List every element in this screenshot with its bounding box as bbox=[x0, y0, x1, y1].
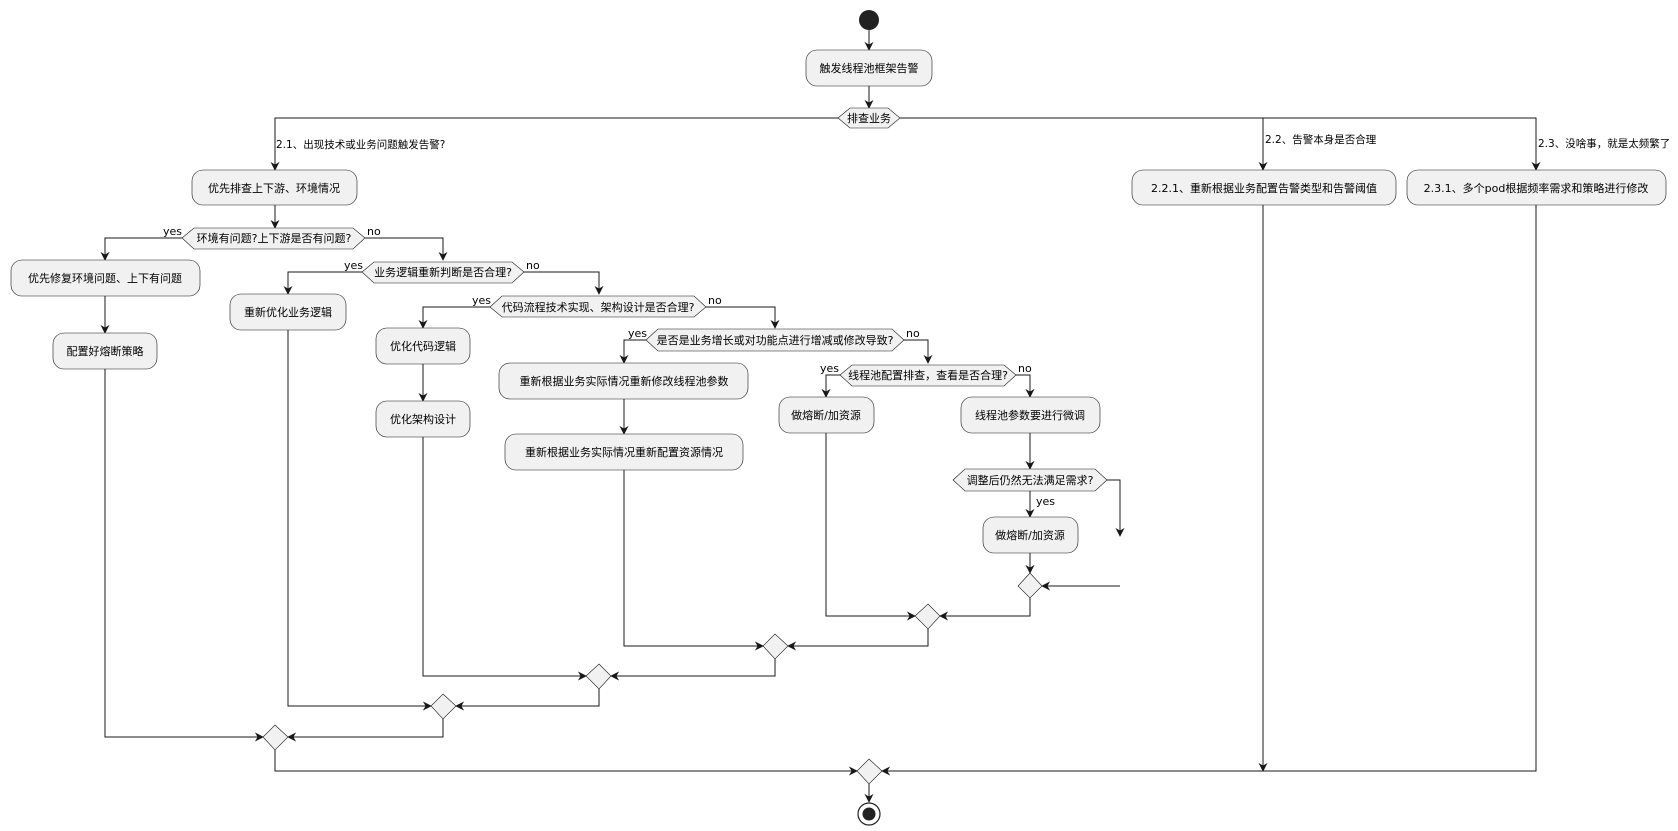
no-label: no bbox=[526, 259, 540, 272]
svg-text:是否是业务增长或对功能点进行增减或修改导致?: 是否是业务增长或对功能点进行增减或修改导致? bbox=[657, 333, 894, 347]
yes-label: yes bbox=[1036, 495, 1055, 508]
no-label: no bbox=[906, 327, 920, 340]
activity-reconfigure-resources: 重新根据业务实际情况重新配置资源情况 bbox=[504, 433, 744, 471]
svg-text:优先排查上下游、环境情况: 优先排查上下游、环境情况 bbox=[208, 181, 340, 195]
svg-text:业务逻辑重新判断是否合理?: 业务逻辑重新判断是否合理? bbox=[374, 265, 512, 279]
decision-environment: 环境有问题?上下游是否有问题? bbox=[181, 227, 366, 250]
decision-code-architecture: 代码流程技术实现、架构设计是否合理? bbox=[489, 295, 707, 318]
svg-text:代码流程技术实现、架构设计是否合理?: 代码流程技术实现、架构设计是否合理? bbox=[502, 300, 695, 314]
activity-retune-pool: 重新根据业务实际情况重新修改线程池参数 bbox=[498, 362, 749, 400]
decision-check-business: 排查业务 bbox=[837, 107, 901, 129]
merge-node bbox=[1017, 572, 1043, 599]
svg-text:排查业务: 排查业务 bbox=[847, 111, 891, 125]
merge-node bbox=[430, 693, 457, 720]
svg-text:优化代码逻辑: 优化代码逻辑 bbox=[390, 339, 456, 353]
activity-breaker-config: 配置好熔断策略 bbox=[52, 332, 158, 370]
svg-text:重新优化业务逻辑: 重新优化业务逻辑 bbox=[244, 305, 332, 319]
edges bbox=[100, 30, 1541, 803]
yes-label: yes bbox=[628, 327, 647, 340]
activity-optimize-business: 重新优化业务逻辑 bbox=[229, 293, 347, 331]
svg-text:优化架构设计: 优化架构设计 bbox=[390, 412, 456, 426]
merge-node bbox=[914, 603, 941, 630]
activity-finetune-pool: 线程池参数要进行微调 bbox=[960, 396, 1101, 434]
branch-label-2-2: 2.2、告警本身是否合理 bbox=[1265, 133, 1377, 146]
svg-text:做熔断/加资源: 做熔断/加资源 bbox=[995, 528, 1065, 542]
svg-text:触发线程池框架告警: 触发线程池框架告警 bbox=[820, 61, 919, 75]
svg-text:环境有问题?上下游是否有问题?: 环境有问题?上下游是否有问题? bbox=[197, 231, 352, 245]
merge-node bbox=[262, 724, 289, 751]
activity-2-2-1: 2.2.1、重新根据业务配置告警类型和告警阈值 bbox=[1131, 169, 1397, 206]
decision-pool-config: 线程池配置排查，查看是否合理? bbox=[839, 364, 1017, 387]
activity-trigger: 触发线程池框架告警 bbox=[805, 49, 933, 87]
decision-business-logic: 业务逻辑重新判断是否合理? bbox=[361, 261, 525, 284]
branch-label-2-1: 2.1、出现技术或业务问题触发告警? bbox=[276, 138, 445, 151]
activity-breaker-resources-2: 做熔断/加资源 bbox=[982, 516, 1079, 554]
decision-business-growth: 是否是业务增长或对功能点进行增减或修改导致? bbox=[645, 328, 905, 352]
svg-text:优先修复环境问题、上下有问题: 优先修复环境问题、上下有问题 bbox=[28, 271, 182, 285]
no-label: no bbox=[708, 294, 722, 307]
svg-text:线程池参数要进行微调: 线程池参数要进行微调 bbox=[975, 408, 1085, 422]
activity-2-3-1: 2.3.1、多个pod根据频率需求和策略进行修改 bbox=[1406, 169, 1667, 206]
svg-text:重新根据业务实际情况重新修改线程池参数: 重新根据业务实际情况重新修改线程池参数 bbox=[520, 374, 729, 388]
start-node bbox=[859, 10, 879, 30]
merge-diamonds bbox=[262, 572, 1043, 785]
svg-text:配置好熔断策略: 配置好熔断策略 bbox=[67, 344, 144, 358]
svg-text:做熔断/加资源: 做熔断/加资源 bbox=[791, 408, 861, 422]
no-label: no bbox=[367, 225, 381, 238]
svg-text:重新根据业务实际情况重新配置资源情况: 重新根据业务实际情况重新配置资源情况 bbox=[525, 445, 723, 459]
yes-label: yes bbox=[344, 259, 363, 272]
branch-label-2-3: 2.3、没啥事，就是太频繁了 bbox=[1538, 137, 1670, 150]
merge-node bbox=[856, 758, 883, 785]
edge-labels: 2.1、出现技术或业务问题触发告警? 2.2、告警本身是否合理 2.3、没啥事，… bbox=[163, 133, 1670, 508]
svg-text:线程池配置排查，查看是否合理?: 线程池配置排查，查看是否合理? bbox=[848, 368, 1008, 382]
decision-still-insufficient: 调整后仍然无法满足需求? bbox=[952, 468, 1108, 492]
activity-optimize-code: 优化代码逻辑 bbox=[375, 327, 471, 365]
svg-text:调整后仍然无法满足需求?: 调整后仍然无法满足需求? bbox=[967, 473, 1094, 487]
yes-label: yes bbox=[820, 362, 839, 375]
svg-text:2.2.1、重新根据业务配置告警类型和告警阈值: 2.2.1、重新根据业务配置告警类型和告警阈值 bbox=[1151, 181, 1377, 195]
no-label: no bbox=[1018, 362, 1032, 375]
yes-label: yes bbox=[163, 225, 182, 238]
end-node bbox=[857, 802, 881, 826]
svg-text:2.3.1、多个pod根据频率需求和策略进行修改: 2.3.1、多个pod根据频率需求和策略进行修改 bbox=[1424, 181, 1649, 195]
merge-node bbox=[585, 663, 612, 690]
merge-node bbox=[762, 633, 789, 660]
activity-upstream-check: 优先排查上下游、环境情况 bbox=[191, 169, 358, 206]
activity-optimize-architecture: 优化架构设计 bbox=[375, 400, 471, 438]
activity-fix-env: 优先修复环境问题、上下有问题 bbox=[10, 259, 201, 297]
yes-label: yes bbox=[472, 294, 491, 307]
activity-breaker-resources-1: 做熔断/加资源 bbox=[778, 396, 875, 434]
